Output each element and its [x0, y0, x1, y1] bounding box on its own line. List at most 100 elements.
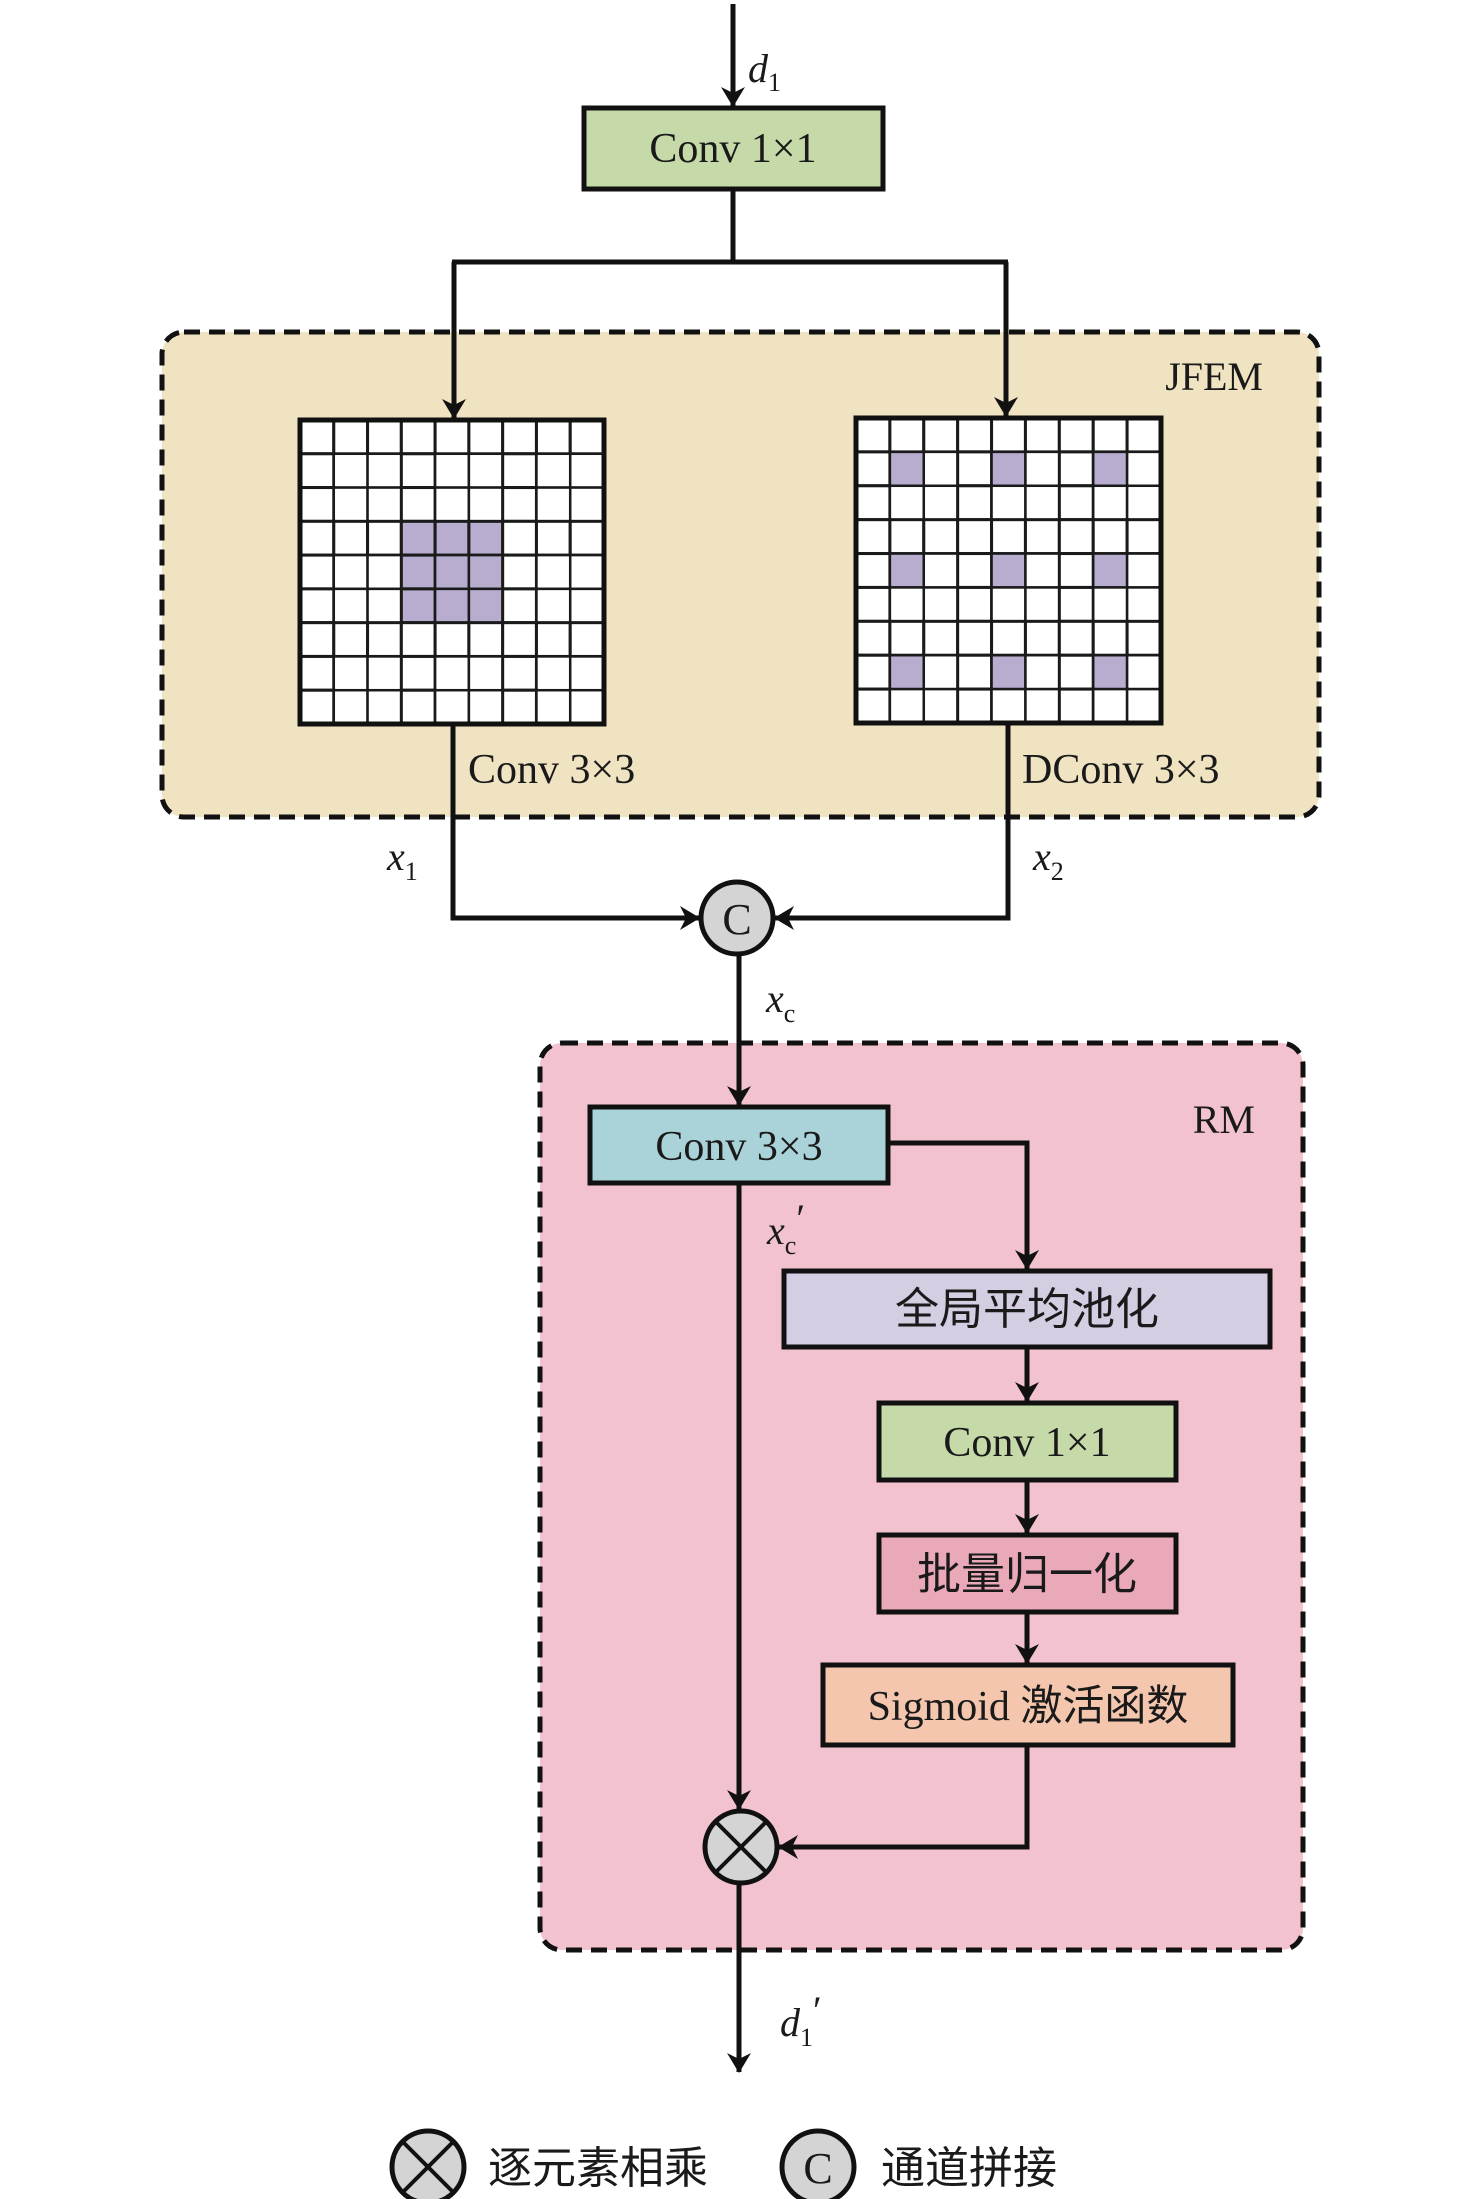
kernel-cell	[1024, 450, 1061, 488]
kernel-cell	[1125, 518, 1163, 556]
kernel-cell	[1091, 619, 1129, 657]
kernel-cell	[1125, 416, 1163, 454]
kernel-cell	[1024, 653, 1061, 691]
kernel-cell	[956, 552, 994, 589]
kernel-cell	[1057, 552, 1095, 589]
kernel-cell	[1091, 586, 1129, 623]
legend-concat-icon: C	[779, 2128, 857, 2199]
kernel-cell	[1023, 518, 1061, 556]
kernel-cell	[366, 688, 403, 726]
kernel-cell-active	[990, 450, 1027, 488]
kernel-cell	[298, 452, 336, 490]
sigmoid-to-multiply	[778, 1745, 1030, 1859]
sigmoid-block: Sigmoid 激活函数	[820, 1662, 1236, 1748]
kernel-cell	[568, 655, 606, 692]
kernel-cell	[366, 486, 403, 523]
kernel-cell	[888, 687, 926, 725]
kernel-cell	[467, 486, 504, 523]
kernel-cell	[1057, 416, 1095, 454]
kernel-cell	[1023, 416, 1061, 454]
dconv3x3-kernel-grid	[853, 415, 1164, 726]
legend: 逐元素相乘 C 通道拼接	[389, 2128, 1057, 2199]
kernel-cell	[501, 654, 538, 692]
kernel-grid-border	[853, 415, 1164, 726]
top-conv1x1-label: Conv 1×1	[649, 126, 816, 172]
kernel-cell	[990, 416, 1027, 454]
batchnorm-block: 批量归一化	[876, 1532, 1179, 1615]
kernel-cell	[1125, 450, 1163, 488]
kernel-cell	[298, 688, 336, 726]
sigmoid-label: Sigmoid 激活函数	[868, 1684, 1189, 1730]
kernel-cell	[1091, 416, 1129, 454]
kernel-cell	[332, 486, 369, 523]
kernel-cell	[366, 621, 403, 658]
kernel-cell	[922, 619, 960, 657]
kernel-cell	[298, 553, 336, 591]
kernel-cell	[433, 452, 471, 489]
kernel-cell	[1125, 653, 1163, 691]
kernel-cell	[956, 450, 994, 488]
kernel-cell	[298, 621, 336, 658]
kernel-cell	[1057, 619, 1095, 657]
kernel-cell	[399, 486, 437, 523]
kernel-cell	[1024, 552, 1061, 589]
kernel-cell	[467, 688, 504, 726]
kernel-cell	[332, 621, 370, 658]
kernel-cell	[568, 688, 606, 726]
legend-concat-symbol: C	[803, 2144, 832, 2193]
kernel-cell	[433, 486, 471, 523]
kernel-cell	[888, 619, 926, 657]
kernel-cell	[1057, 687, 1095, 725]
kernel-cell	[888, 518, 926, 556]
kernel-cell	[535, 688, 572, 726]
kernel-cell-active	[888, 450, 926, 488]
kernel-cell	[535, 486, 572, 523]
kernel-cell	[1125, 552, 1163, 589]
kernel-cell-active	[1091, 653, 1129, 691]
kernel-cell	[922, 416, 960, 454]
kernel-cell-active	[467, 519, 505, 557]
conv3x3-label: Conv 3×3	[468, 747, 635, 793]
kernel-cell	[467, 655, 504, 692]
kernel-cell-active	[888, 653, 926, 691]
kernel-cell	[888, 416, 926, 454]
kernel-cell	[990, 586, 1027, 623]
kernel-cell	[568, 452, 606, 489]
kernel-cell	[922, 653, 959, 691]
kernel-cell	[366, 655, 403, 692]
kernel-cell	[1057, 450, 1095, 488]
kernel-cell	[1057, 518, 1095, 556]
kernel-cell	[922, 450, 959, 488]
kernel-cell	[922, 586, 959, 623]
concat-symbol: C	[722, 895, 751, 944]
kernel-cell	[298, 418, 336, 456]
kernel-cell-active	[1091, 552, 1129, 589]
kernel-grid-border	[297, 417, 607, 727]
concat-node: C	[698, 879, 776, 957]
kernel-cell	[854, 687, 892, 725]
kernel-cell	[501, 688, 538, 726]
kernel-cell	[1125, 687, 1163, 725]
kernel-cell	[854, 484, 892, 522]
kernel-cell	[1091, 518, 1129, 556]
kernel-cell-active	[433, 519, 471, 557]
kernel-cell	[922, 518, 960, 556]
kernel-cell-active	[990, 653, 1027, 691]
kernel-cell	[1057, 484, 1095, 522]
kernel-cell	[922, 687, 959, 725]
kernel-cell	[568, 418, 606, 456]
kernel-cell	[854, 518, 892, 556]
kernel-cell	[1125, 619, 1163, 657]
kernel-cell	[1057, 585, 1095, 623]
kernel-cell	[534, 621, 572, 658]
kernel-cell	[854, 450, 892, 488]
rm-conv3x3-block: Conv 3×3	[587, 1104, 891, 1186]
kernel-cell	[922, 484, 959, 521]
kernel-cell	[1024, 484, 1061, 521]
kernel-cell	[1024, 586, 1061, 623]
x2-path	[774, 721, 1011, 930]
kernel-cell	[956, 619, 994, 657]
kernel-cell	[956, 416, 994, 454]
kernel-cell	[366, 452, 403, 489]
kernel-cell	[433, 688, 471, 726]
